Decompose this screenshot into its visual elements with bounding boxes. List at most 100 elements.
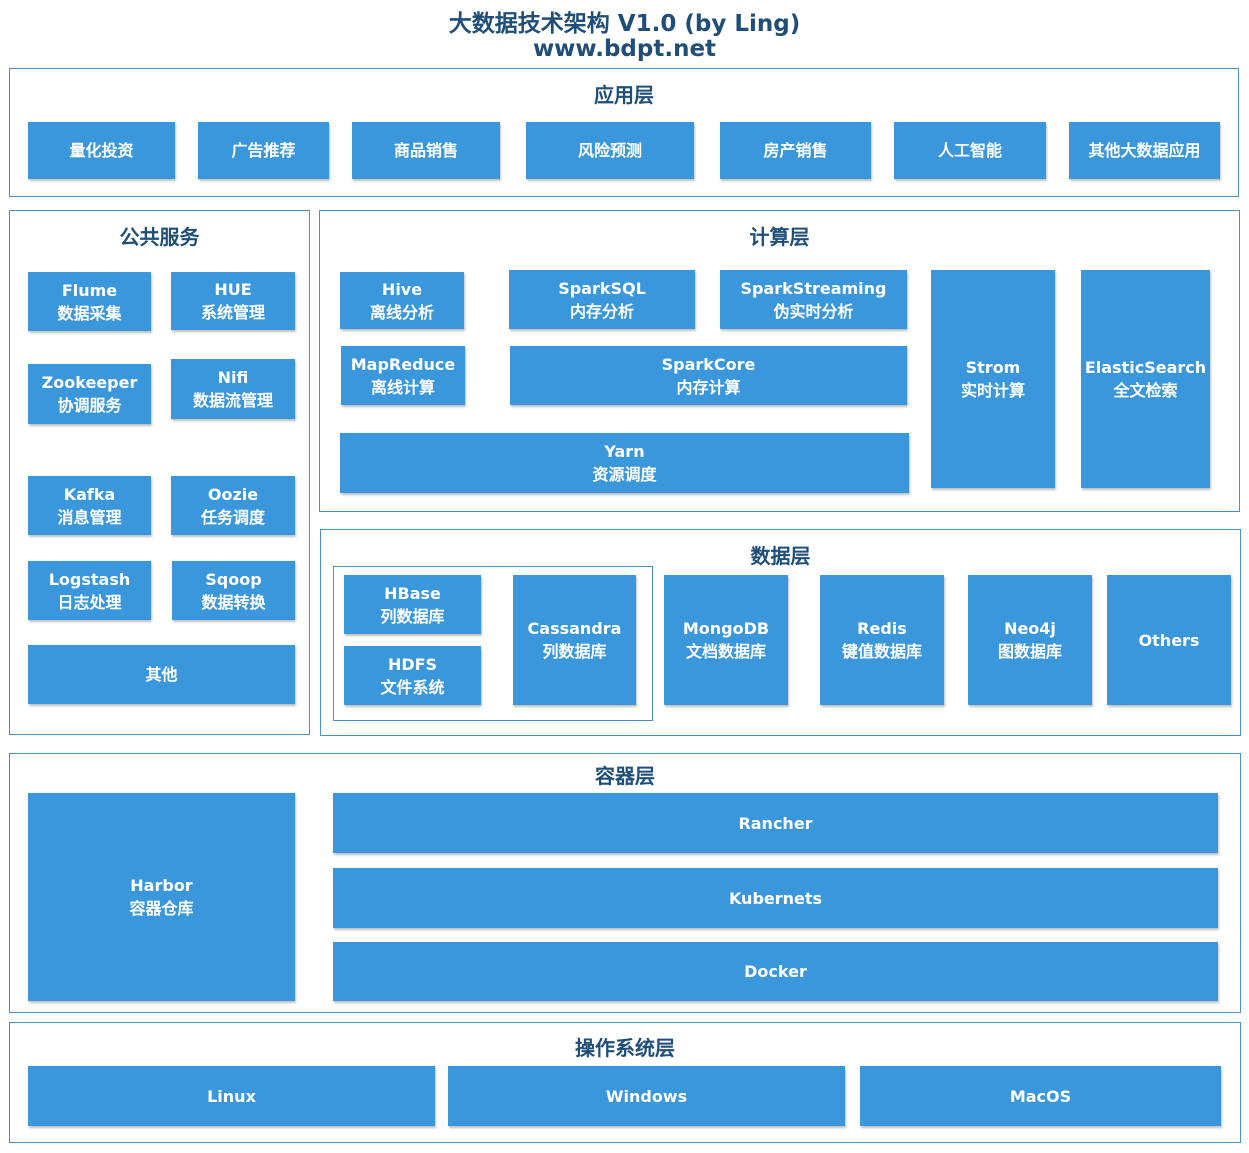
- zookeeper-box: Zookeeper 协调服务: [28, 364, 151, 424]
- box-name: HUE: [214, 280, 252, 299]
- box-name: Sqoop: [205, 569, 262, 589]
- flume-box: Flume 数据采集: [28, 272, 151, 331]
- hbase-box: HBase 列数据库: [344, 575, 481, 634]
- app-layer-title: 应用层: [594, 83, 654, 107]
- kubernets-box: Kubernets: [333, 868, 1218, 928]
- others-box: Others: [1107, 575, 1231, 705]
- app-quant-investment-box: 量化投资: [28, 122, 175, 179]
- app-item-label: 人工智能: [937, 141, 1002, 160]
- box-desc: 内存分析: [569, 301, 634, 321]
- box-desc: 消息管理: [57, 507, 122, 527]
- box-name: Yarn: [604, 442, 645, 461]
- box-name: Linux: [207, 1086, 256, 1106]
- sparkstreaming-box: SparkStreaming 伪实时分析: [720, 270, 907, 329]
- box-name: MapReduce: [350, 354, 456, 374]
- box-desc: 伪实时分析: [773, 301, 854, 321]
- app-item-label: 风险预测: [577, 141, 642, 160]
- rancher-box: Rancher: [333, 793, 1218, 853]
- nifi-box: Nifi 数据流管理: [171, 359, 295, 419]
- logstash-box: Logstash 日志处理: [28, 561, 151, 620]
- box-name: SparkStreaming: [740, 278, 887, 298]
- box-desc: 列数据库: [380, 606, 445, 626]
- box-name: 其他: [145, 665, 178, 684]
- box-name: Kafka: [63, 484, 116, 504]
- box-name: Cassandra: [527, 619, 622, 638]
- box-desc: 全文检索: [1113, 381, 1178, 400]
- os-layer-title: 操作系统层: [575, 1036, 675, 1060]
- box-name: Redis: [857, 619, 907, 638]
- container-layer-title: 容器层: [595, 764, 655, 788]
- box-name: Oozie: [207, 484, 259, 504]
- app-ad-recommend-box: 广告推荐: [198, 122, 329, 179]
- box-name: Kubernets: [728, 888, 823, 908]
- box-desc: 数据采集: [57, 303, 122, 323]
- box-name: Neo4j: [1004, 619, 1056, 638]
- diagram-title: 大数据技术架构 V1.0 (by Ling): [448, 11, 801, 37]
- box-desc: 实时计算: [960, 381, 1025, 400]
- sqoop-box: Sqoop 数据转换: [172, 561, 295, 620]
- hue-box: HUE 系统管理: [171, 272, 295, 330]
- box-name: SparkSQL: [558, 278, 646, 298]
- sparkcore-box: SparkCore 内存计算: [510, 346, 907, 405]
- box-name: Nifi: [217, 368, 249, 387]
- app-real-estate-box: 房产销售: [720, 122, 871, 179]
- box-desc: 离线分析: [369, 302, 434, 322]
- box-desc: 任务调度: [200, 507, 265, 527]
- yarn-box: Yarn 资源调度: [340, 433, 909, 493]
- docker-box: Docker: [333, 942, 1218, 1001]
- other-services-box: 其他: [28, 645, 295, 704]
- box-name: HBase: [384, 583, 441, 603]
- box-name: Harbor: [130, 876, 193, 895]
- public-services-title: 公共服务: [119, 225, 200, 249]
- box-desc: 列数据库: [542, 642, 607, 661]
- box-name: Hive: [381, 279, 423, 299]
- redis-box: Redis 键值数据库: [820, 575, 944, 705]
- box-desc: 日志处理: [57, 592, 122, 612]
- box-desc: 图数据库: [997, 642, 1062, 661]
- windows-box: Windows: [448, 1066, 845, 1126]
- box-name: HDFS: [387, 654, 438, 674]
- app-item-label: 商品销售: [393, 141, 458, 160]
- app-risk-prediction-box: 风险预测: [526, 122, 694, 179]
- compute-layer-title: 计算层: [749, 225, 810, 249]
- mapreduce-box: MapReduce 离线计算: [341, 346, 465, 405]
- box-desc: 离线计算: [370, 377, 435, 397]
- box-desc: 键值数据库: [841, 642, 922, 661]
- macos-box: MacOS: [860, 1066, 1221, 1126]
- box-desc: 文件系统: [380, 677, 445, 697]
- box-desc: 系统管理: [200, 303, 265, 322]
- harbor-box: Harbor 容器仓库: [28, 793, 295, 1001]
- box-name: Zookeeper: [41, 373, 138, 392]
- linux-box: Linux: [28, 1066, 435, 1126]
- box-desc: 内存计算: [676, 377, 741, 397]
- box-desc: 数据流管理: [192, 391, 273, 410]
- box-desc: 容器仓库: [129, 899, 194, 918]
- hdfs-box: HDFS 文件系统: [344, 646, 481, 705]
- hive-box: Hive 离线分析: [340, 272, 464, 329]
- kafka-box: Kafka 消息管理: [28, 476, 151, 535]
- app-item-label: 其他大数据应用: [1088, 141, 1201, 160]
- app-other-bigdata-box: 其他大数据应用: [1069, 122, 1220, 179]
- box-desc: 资源调度: [592, 465, 657, 484]
- sparksql-box: SparkSQL 内存分析: [509, 270, 695, 329]
- app-item-label: 广告推荐: [231, 141, 296, 160]
- box-name: Flume: [61, 280, 118, 300]
- app-item-label: 量化投资: [69, 141, 134, 160]
- elasticsearch-box: ElasticSearch 全文检索: [1081, 270, 1210, 488]
- box-name: MacOS: [1009, 1086, 1072, 1106]
- box-name: ElasticSearch: [1084, 358, 1207, 377]
- data-layer-title: 数据层: [750, 544, 811, 568]
- box-desc: 文档数据库: [685, 642, 766, 661]
- app-product-sales-box: 商品销售: [352, 122, 500, 179]
- box-desc: 数据转换: [201, 592, 266, 612]
- cassandra-box: Cassandra 列数据库: [513, 575, 636, 705]
- box-name: Logstash: [48, 569, 131, 589]
- box-desc: 协调服务: [57, 396, 122, 415]
- diagram-url: www.bdpt.net: [532, 36, 717, 62]
- neo4j-box: Neo4j 图数据库: [968, 575, 1092, 705]
- app-ai-box: 人工智能: [894, 122, 1046, 179]
- box-name: Others: [1138, 630, 1200, 650]
- box-name: SparkCore: [661, 354, 756, 374]
